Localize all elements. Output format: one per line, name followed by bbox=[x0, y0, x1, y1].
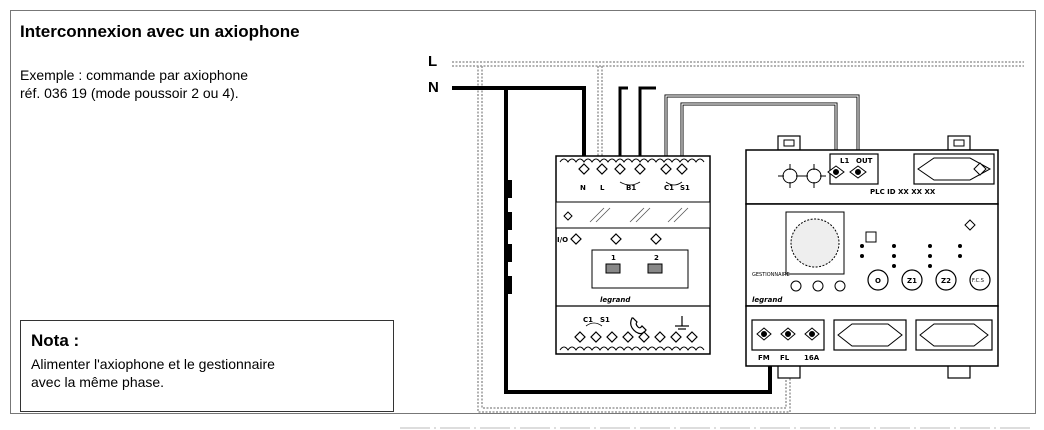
neutral-N-wire bbox=[452, 86, 772, 394]
line-N-label: N bbox=[428, 79, 439, 96]
description: Exemple : commande par axiophone réf. 03… bbox=[20, 66, 248, 102]
axio-bottom-S1: S1 bbox=[600, 316, 610, 324]
axio-brand: legrand bbox=[600, 296, 631, 304]
channel-2-label: 2 bbox=[654, 254, 659, 262]
axio-bottom-C1: C1 bbox=[583, 316, 593, 324]
btn-z1-label: Z1 bbox=[907, 277, 917, 285]
btn-z2-label: Z2 bbox=[941, 277, 951, 285]
phase-L-wire bbox=[452, 61, 1024, 413]
gest-model-text: PLC ID XX XX XX bbox=[870, 188, 936, 196]
control-wires bbox=[618, 86, 860, 156]
axio-term-C1: C1 bbox=[664, 184, 674, 192]
axio-term-S1: S1 bbox=[680, 184, 690, 192]
nota-title: Nota : bbox=[31, 331, 80, 350]
nota-line-2: avec la même phase. bbox=[31, 374, 165, 390]
btn-off bbox=[867, 269, 889, 291]
axiophone-module: N L B1 C1 S1 I/O 1 2 legrand C1 S1 bbox=[555, 155, 711, 355]
clock-dial-icon bbox=[790, 218, 840, 268]
channel-2-switch bbox=[647, 263, 663, 274]
gest-term-L1: L1 bbox=[840, 157, 849, 165]
terminal-N-icon bbox=[578, 163, 590, 175]
axio-io-mark: I/O bbox=[557, 236, 568, 244]
btn-z2 bbox=[935, 269, 957, 291]
nota-box: Nota : Alimenter l'axiophone et le gesti… bbox=[20, 320, 394, 412]
axio-term-N: N bbox=[580, 184, 586, 192]
btn-off-label: O bbox=[875, 277, 881, 285]
channel-1-switch bbox=[605, 263, 621, 274]
terminal-C1-icon bbox=[660, 163, 672, 175]
terminal-S1-icon bbox=[676, 163, 688, 175]
channel-1-label: 1 bbox=[611, 254, 616, 262]
terminal-B1a-icon bbox=[614, 163, 626, 175]
zone-selector-icons bbox=[778, 164, 826, 188]
page-title: Interconnexion avec un axiophone bbox=[20, 22, 300, 41]
terminal-L-icon bbox=[596, 163, 608, 175]
line-L-label: L bbox=[428, 53, 437, 70]
gest-term-FM: FM bbox=[758, 354, 770, 362]
axio-term-L: L bbox=[600, 184, 605, 192]
terminal-B1b-icon bbox=[634, 163, 646, 175]
gest-term-16A: 16A bbox=[804, 354, 820, 362]
description-line-2: réf. 036 19 (mode poussoir 2 ou 4). bbox=[20, 85, 239, 101]
gest-term-OUT: OUT bbox=[856, 157, 873, 165]
btn-z1 bbox=[901, 269, 923, 291]
gestionnaire-module: L1 OUT PLC ID XX XX XX O Z bbox=[745, 135, 999, 379]
btn-fcs bbox=[969, 269, 991, 291]
ground-icon bbox=[675, 316, 689, 330]
gest-brand: legrand bbox=[752, 296, 783, 304]
description-line-1: Exemple : commande par axiophone bbox=[20, 67, 249, 83]
figure-frame bbox=[10, 10, 1036, 414]
nota-line-1: Alimenter l'axiophone et le gestionnaire bbox=[31, 356, 275, 372]
gest-term-FL: FL bbox=[780, 354, 790, 362]
btn-fcs-label: F.C.S bbox=[972, 278, 984, 284]
axio-term-B1: B1 bbox=[626, 184, 636, 192]
gest-side-text: GESTIONNAIRE bbox=[752, 272, 790, 278]
phone-icon bbox=[630, 317, 647, 335]
